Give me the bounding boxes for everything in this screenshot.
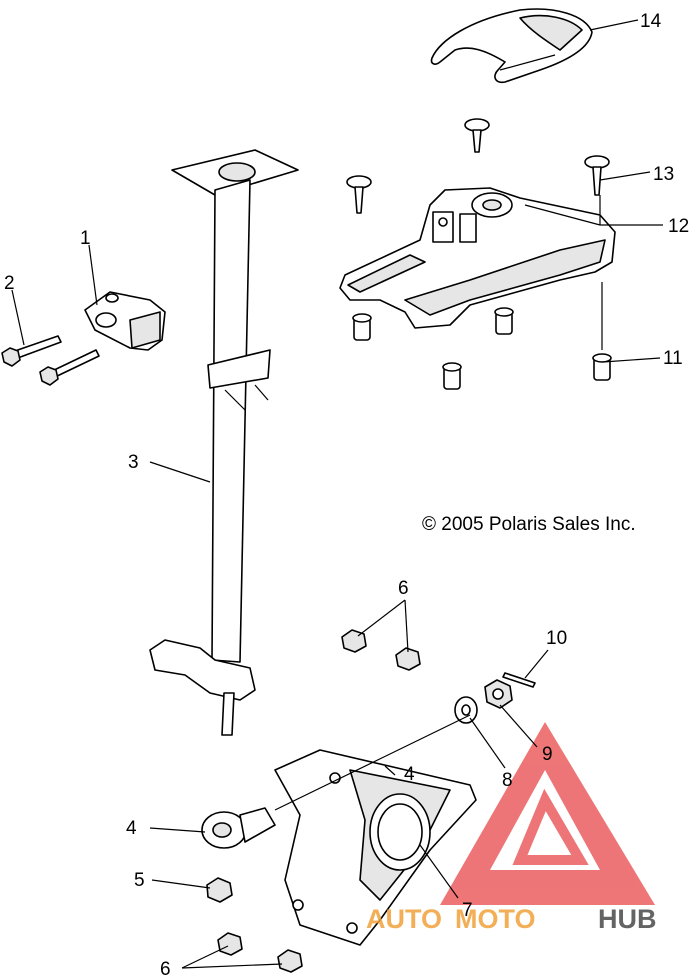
screw-left xyxy=(346,175,372,214)
part-screw-13 xyxy=(584,155,610,196)
callout-6a: 6 xyxy=(398,578,409,599)
watermark-hub: HUB xyxy=(598,904,657,934)
callout-4a: 4 xyxy=(126,818,137,839)
screw-top xyxy=(464,118,490,153)
callout-2: 2 xyxy=(4,273,15,294)
callout-3: 3 xyxy=(128,452,139,473)
part-pin-10 xyxy=(502,672,536,688)
callout-1: 1 xyxy=(80,228,91,249)
watermark-moto: MOTO xyxy=(455,904,536,934)
callout-4b: 4 xyxy=(404,764,415,785)
leader-lines xyxy=(11,19,663,969)
part-nut-5 xyxy=(206,877,233,903)
callout-7: 7 xyxy=(462,900,473,921)
callout-6b: 6 xyxy=(160,959,171,979)
callout-5: 5 xyxy=(134,870,145,891)
part-steering-post-3 xyxy=(149,149,299,736)
part-nut-9 xyxy=(484,679,513,709)
copyright-text: © 2005 Polaris Sales Inc. xyxy=(422,514,636,535)
part-bolts-2 xyxy=(1,335,100,386)
part-washer-8 xyxy=(454,696,478,724)
part-nuts-11 xyxy=(352,307,612,390)
callout-14: 14 xyxy=(640,11,662,32)
part-housing-12 xyxy=(339,187,616,329)
callout-13: 13 xyxy=(653,164,674,185)
callout-12: 12 xyxy=(668,216,689,237)
callout-8: 8 xyxy=(502,770,513,791)
callout-labels: 1 2 3 4 4 5 6 6 7 8 9 10 11 12 13 14 xyxy=(4,11,689,979)
part-tie-rod-4 xyxy=(201,807,276,849)
watermark-logo xyxy=(440,722,655,905)
part-bracket-7 xyxy=(274,749,477,946)
callout-9: 9 xyxy=(542,744,553,765)
part-bracket-1 xyxy=(84,291,166,351)
callout-11: 11 xyxy=(663,348,683,369)
watermark-text: AUTO MOTO HUB xyxy=(366,904,657,934)
part-nuts-6 xyxy=(217,629,421,973)
watermark-auto: AUTO xyxy=(366,904,442,934)
part-cover-14 xyxy=(430,8,593,84)
callout-10: 10 xyxy=(546,628,567,649)
